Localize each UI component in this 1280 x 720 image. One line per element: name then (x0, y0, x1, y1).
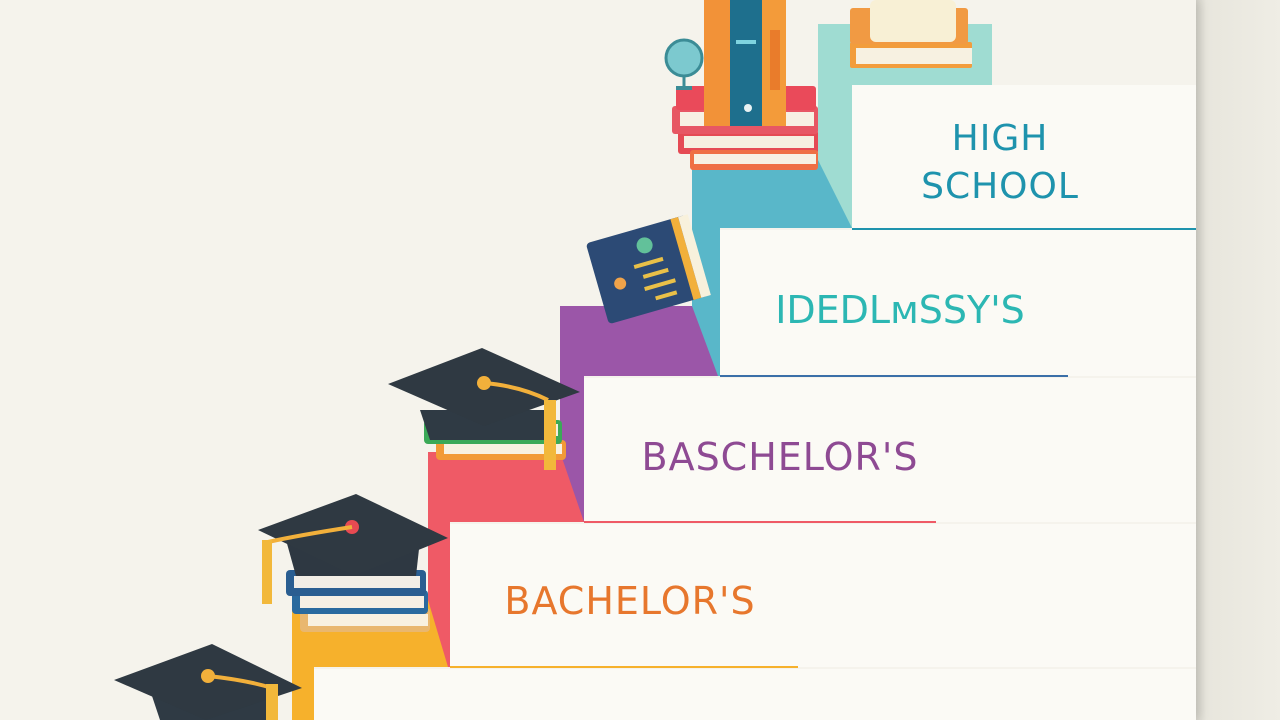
step5-face (314, 669, 1196, 720)
staircase (292, 24, 1196, 720)
step3-riser (560, 306, 718, 522)
step-label-bachelors-orange: BACHELOR'S (460, 578, 800, 624)
graduation-cap-icon (388, 348, 580, 470)
top-step-face (852, 85, 1196, 228)
step-label-high-school: HIGH SCHOOL (900, 115, 1100, 211)
graduation-cap-icon (114, 644, 302, 720)
globe-icon (664, 38, 704, 90)
high-school-label: HIGH SCHOOL (921, 118, 1079, 207)
step4-riser (428, 452, 584, 667)
step2-riser (692, 160, 852, 376)
bachelors-label-orange: BACHELOR'S (504, 579, 756, 623)
step2-face (720, 230, 1196, 376)
book-stack-icon (672, 0, 818, 170)
book-stack-icon (850, 0, 972, 68)
step-label-bachelors-purple: BASCHELOR'S (600, 434, 960, 480)
notebook-icon (586, 214, 711, 324)
masters-label: IDEDLᴍSSY'S (775, 288, 1025, 332)
step3-face (584, 378, 1196, 522)
step4-face (450, 524, 1196, 667)
top-step-riser (818, 24, 992, 228)
poster-edge (1196, 0, 1280, 720)
graduation-cap-icon (258, 494, 448, 632)
bachelors-label-purple: BASCHELOR'S (641, 435, 919, 479)
step-label-masters: IDEDLᴍSSY'S (740, 288, 1060, 332)
